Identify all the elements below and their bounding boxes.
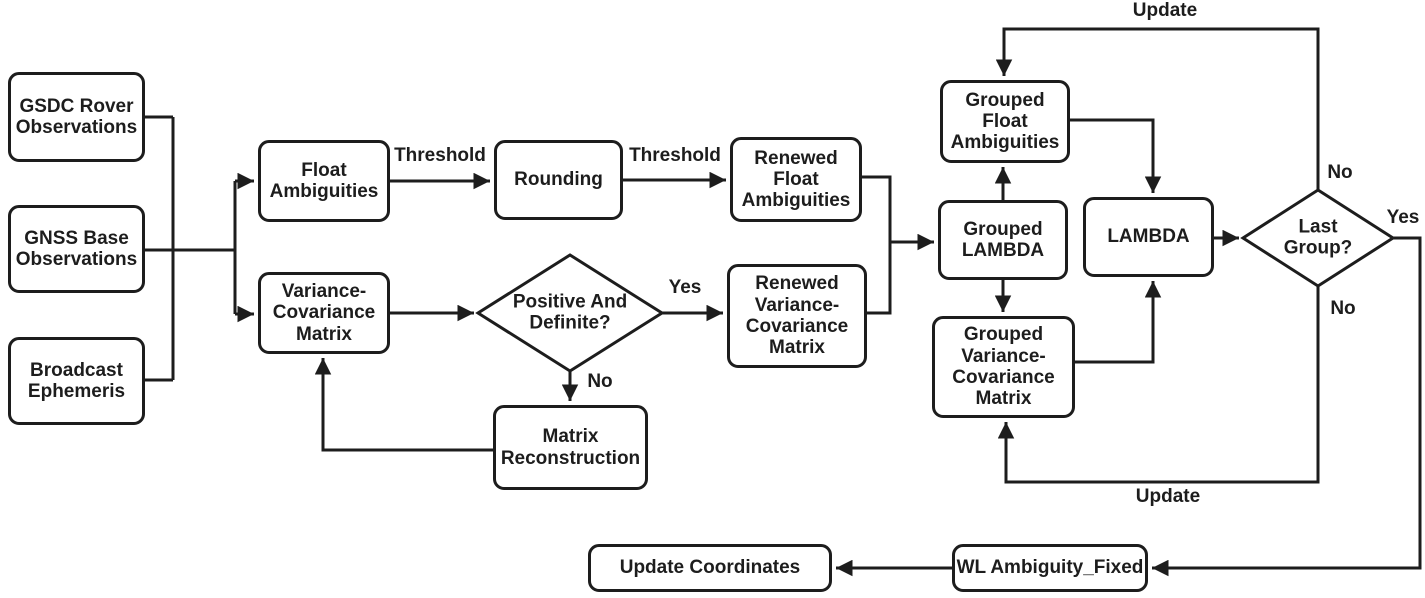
edge-label-yes-positive-definite: Yes (668, 277, 702, 298)
node-gsdc-rover-observations: GSDC Rover Observations (8, 72, 145, 162)
decision-last-group-shape (1240, 188, 1396, 288)
node-grouped-float-ambiguities: Grouped Float Ambiguities (940, 80, 1070, 163)
node-renewed-float-ambiguities: Renewed Float Ambiguities (730, 137, 862, 222)
decision-positive-definite-label: Positive And Definite? (512, 291, 628, 334)
edge-label-yes-last-group: Yes (1386, 207, 1420, 228)
edge-grouped-float-to-lambda (1070, 118, 1162, 193)
decision-positive-definite-shape (475, 253, 665, 373)
edge-label-no-positive-definite: No (587, 371, 613, 392)
node-gnss-base-observations: GNSS Base Observations (8, 205, 145, 293)
edge-sources-trunk (145, 115, 237, 382)
edge-label-threshold-1: Threshold (394, 145, 486, 166)
node-float-ambiguities: Float Ambiguities (258, 140, 390, 222)
node-update-coordinates: Update Coordinates (588, 544, 832, 592)
node-rounding: Rounding (494, 140, 623, 220)
edge-label-no-top: No (1327, 162, 1353, 183)
edge-grouped-vcm-to-lambda (1075, 281, 1162, 364)
edge-label-no-bottom: No (1330, 298, 1356, 319)
edge-renewed-merge (862, 175, 892, 315)
node-lambda: LAMBDA (1083, 197, 1214, 277)
edge-label-update-bottom: Update (1135, 486, 1201, 507)
edge-last-group-no-update-bottom (997, 286, 1320, 484)
edge-last-group-no-update-top (995, 27, 1320, 190)
node-broadcast-ephemeris: Broadcast Ephemeris (8, 337, 145, 425)
node-wl-ambiguity-fixed: WL Ambiguity_Fixed (952, 544, 1148, 592)
edge-label-threshold-2: Threshold (629, 145, 721, 166)
node-grouped-lambda: Grouped LAMBDA (938, 200, 1068, 280)
decision-last-group-label: Last Group? (1283, 216, 1353, 259)
node-grouped-variance-covariance-matrix: Grouped Variance- Covariance Matrix (932, 316, 1075, 418)
node-renewed-variance-covariance-matrix: Renewed Variance- Covariance Matrix (727, 264, 867, 368)
node-matrix-reconstruction: Matrix Reconstruction (493, 405, 648, 490)
edge-matrix-reconstruction-to-vcm (314, 358, 493, 452)
node-variance-covariance-matrix: Variance- Covariance Matrix (258, 272, 390, 354)
edge-label-update-top: Update (1132, 0, 1198, 21)
edge-last-group-yes-to-wl-fixed (1152, 236, 1422, 577)
